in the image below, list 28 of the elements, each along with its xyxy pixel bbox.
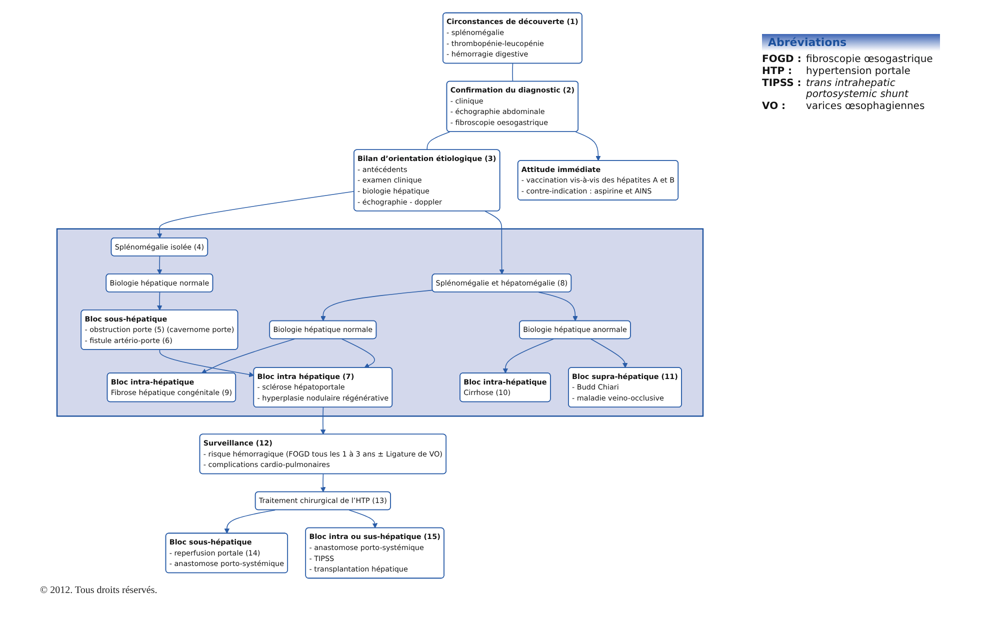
arrow <box>484 210 504 274</box>
arrow <box>590 338 628 368</box>
arrow <box>320 474 326 492</box>
arrow <box>320 407 326 435</box>
abbreviation-meaning: hypertension portale <box>806 66 912 77</box>
cluster <box>56 228 704 417</box>
arrow <box>201 338 295 374</box>
legend-title: Abréviations <box>762 34 940 51</box>
arrow <box>320 290 434 322</box>
copyright-note: © 2012. Tous droits réservés. <box>40 585 158 596</box>
arrow <box>156 292 162 310</box>
arrow <box>156 190 355 238</box>
arrow <box>224 510 276 534</box>
abbreviation: HTP : <box>762 66 793 77</box>
abbreviation-meaning: varices œsophagiennes <box>806 101 926 112</box>
abbreviation-meaning: fibroscopie œsogastrique <box>806 54 934 65</box>
abbreviation: VO : <box>762 101 787 112</box>
abbreviation: TIPSS : <box>762 78 802 91</box>
arrow <box>159 349 254 378</box>
arrow <box>502 338 554 374</box>
connector <box>512 63 514 82</box>
connector <box>426 132 450 150</box>
abbreviation: FOGD : <box>762 54 802 65</box>
arrow <box>538 292 578 322</box>
arrow <box>348 510 378 528</box>
arrow <box>156 256 162 274</box>
arrow <box>575 132 601 161</box>
arrow <box>341 338 375 368</box>
